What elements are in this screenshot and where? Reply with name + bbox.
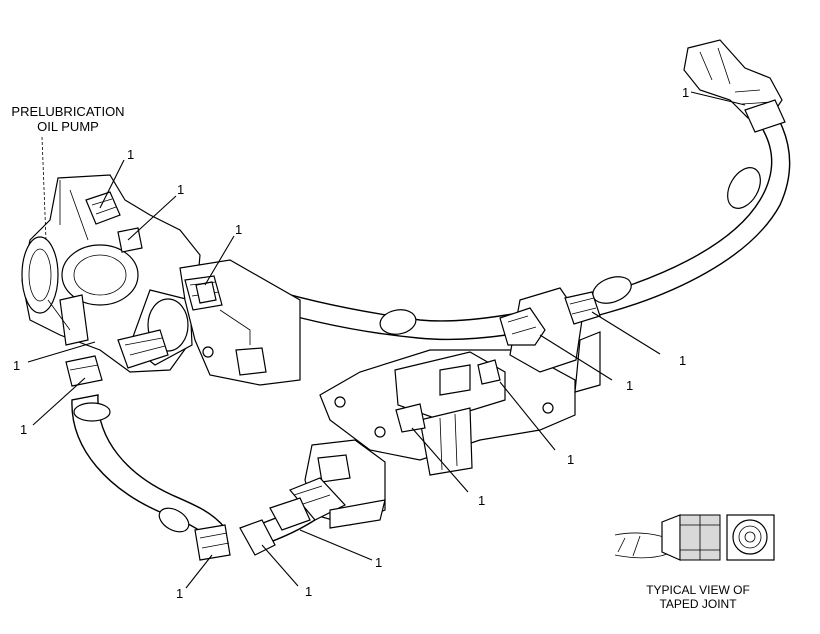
callout-number: 1 (626, 378, 633, 393)
callout-leader (185, 554, 213, 589)
pump-top-fitting (85, 191, 143, 253)
callout-number: 1 (679, 353, 686, 368)
callout-number: 1 (235, 222, 242, 237)
callout-number: 1 (127, 147, 134, 162)
inset-caption-line1: TYPICAL VIEW OF (646, 583, 750, 597)
callout-leader (127, 195, 177, 241)
callout-leader (299, 529, 373, 561)
taped-joint-inset: TYPICAL VIEW OF TAPED JOINT (614, 514, 775, 611)
callout-leader (499, 381, 556, 451)
valve-housing (319, 287, 601, 476)
callout-leader (690, 91, 746, 106)
callout-leader (539, 334, 613, 381)
pump-label: PRELUBRICATION OIL PUMP (11, 104, 125, 241)
callout-leader (99, 159, 125, 209)
callout-leader (32, 377, 86, 426)
callout-number: 1 (176, 586, 183, 601)
callout-number: 1 (177, 182, 184, 197)
callout-leader (411, 427, 469, 493)
callout-leader (591, 311, 661, 355)
callout-number: 1 (478, 493, 485, 508)
prelubrication-oil-pump (21, 174, 201, 373)
lower-elbow (289, 439, 386, 529)
callout-number: 1 (682, 85, 689, 100)
center-bracket (179, 259, 301, 386)
callout-number: 1 (13, 358, 20, 373)
callout-leader (261, 544, 299, 587)
callouts: 1 1 1 1 1 1 1 1 1 1 1 1 1 (13, 85, 746, 601)
pump-label-leader (41, 136, 47, 241)
fittings (65, 281, 601, 561)
upper-hose (223, 54, 791, 341)
callout-number: 1 (305, 584, 312, 599)
callout-leader (204, 235, 235, 286)
inset-caption-line2: TAPED JOINT (659, 597, 737, 611)
callout-number: 1 (567, 452, 574, 467)
pump-label-line1: PRELUBRICATION (11, 104, 124, 119)
callout-number: 1 (375, 555, 382, 570)
callout-leader (27, 341, 96, 363)
top-right-connector (683, 39, 786, 133)
callout-number: 1 (20, 422, 27, 437)
pump-label-line2: OIL PUMP (37, 119, 99, 134)
